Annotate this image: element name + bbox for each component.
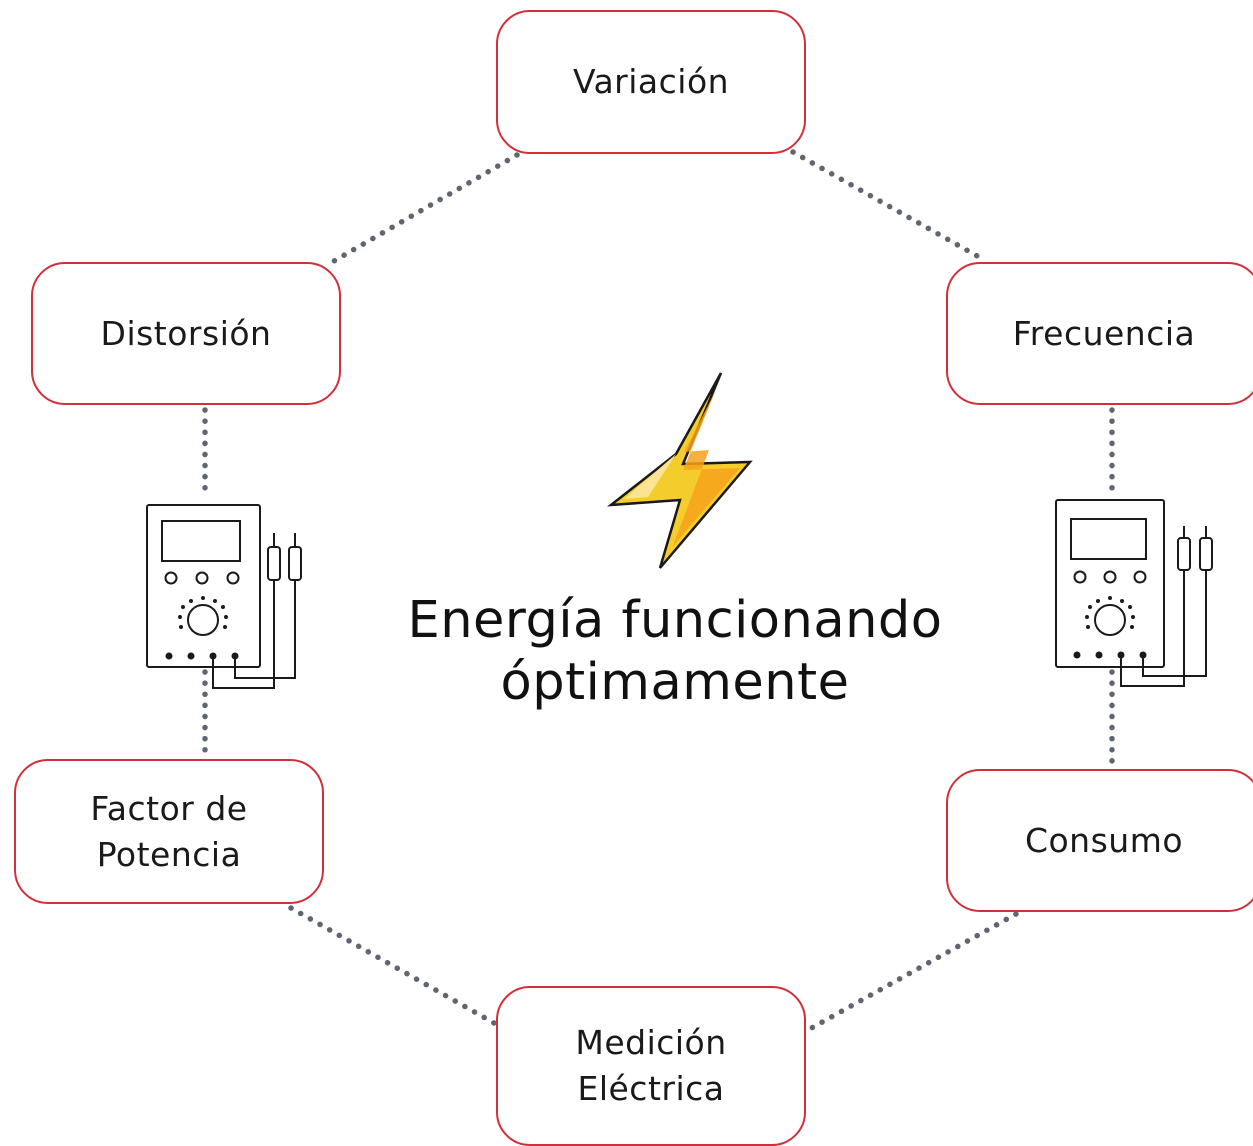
connector-variacion-distorsion bbox=[331, 152, 520, 264]
center-title-line2: óptimamente bbox=[500, 653, 850, 712]
connector-factor-medicion bbox=[288, 905, 497, 1026]
center-title-line1: Energía funcionando bbox=[407, 591, 943, 650]
lightning-bolt-icon bbox=[607, 372, 753, 569]
center-title: Energía funcionando óptimamente bbox=[370, 590, 980, 714]
connector-variacion-frecuencia bbox=[790, 149, 982, 260]
connector-consumo-medicion bbox=[805, 911, 1019, 1033]
node-medicion-electrica: Medición Eléctrica bbox=[496, 986, 806, 1146]
node-consumo: Consumo bbox=[946, 769, 1253, 912]
multimeter-icon bbox=[146, 504, 302, 689]
connectors bbox=[202, 149, 1115, 1033]
node-distorsion: Distorsión bbox=[31, 262, 341, 405]
node-factor-potencia: Factor de Potencia bbox=[14, 759, 324, 904]
node-variacion: Variación bbox=[496, 10, 806, 154]
node-frecuencia: Frecuencia bbox=[946, 262, 1253, 405]
multimeter-icon bbox=[1055, 499, 1213, 687]
